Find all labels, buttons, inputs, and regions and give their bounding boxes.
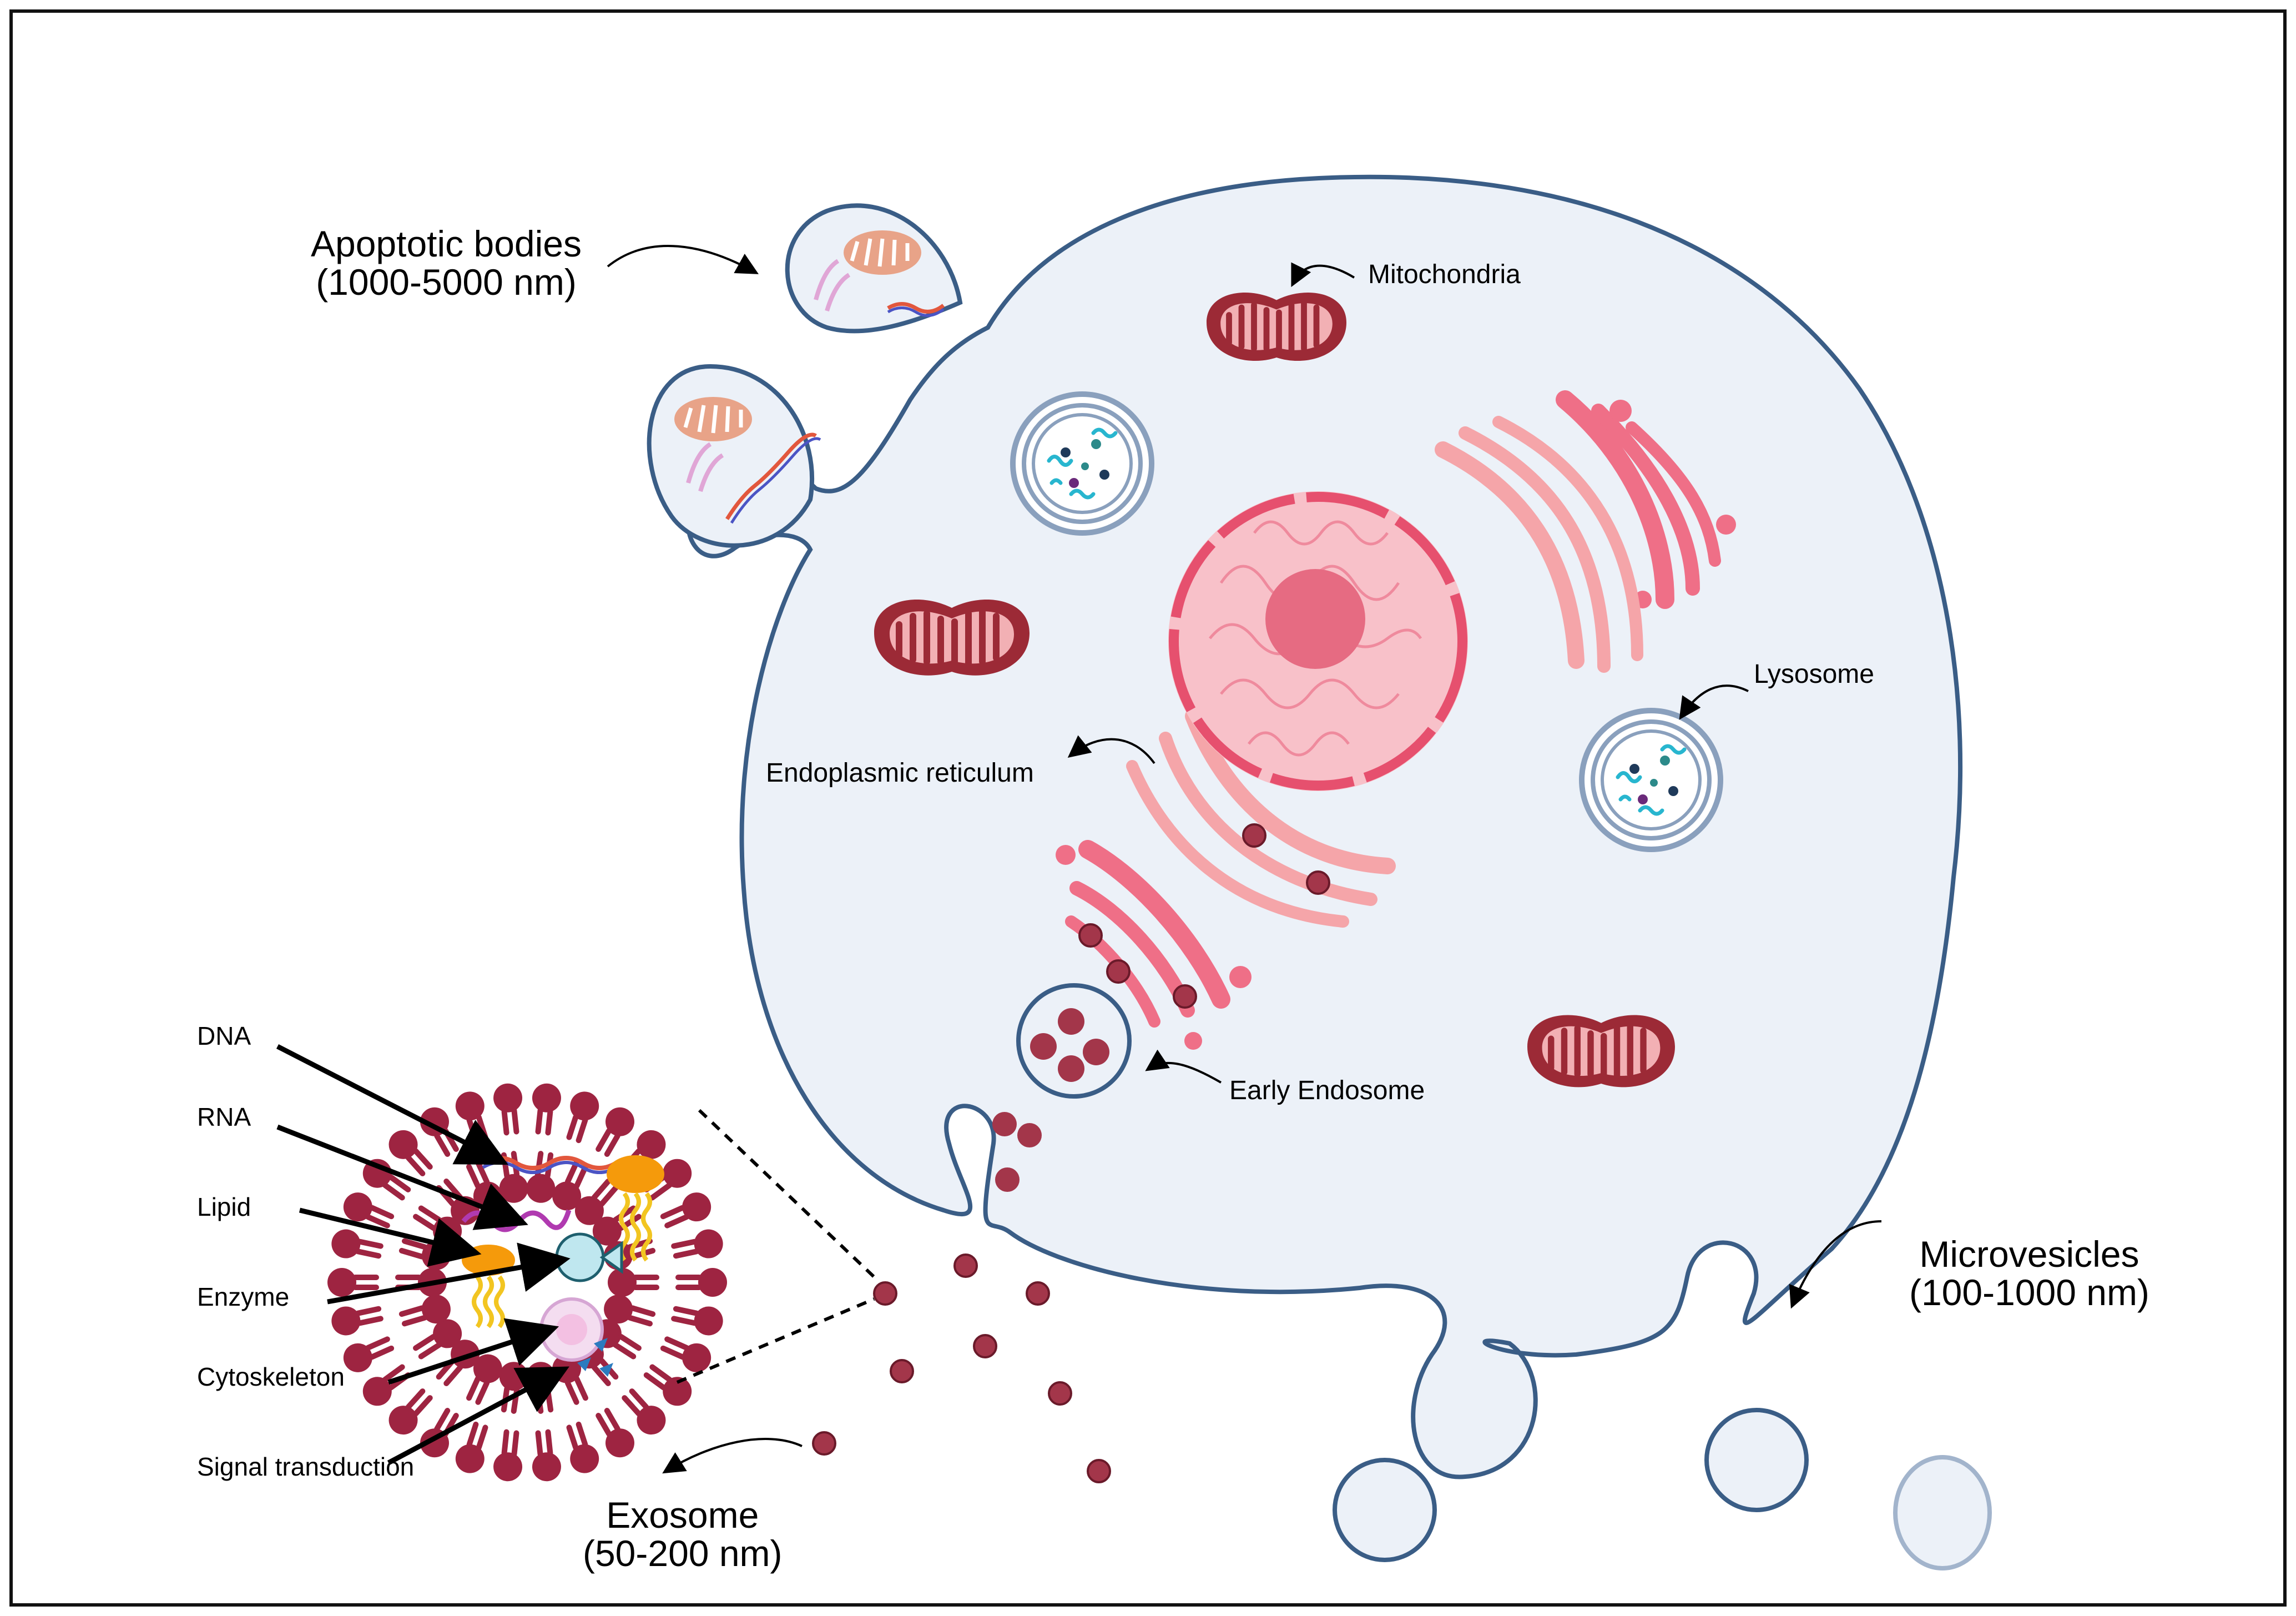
microvesicles-name: Microvesicles xyxy=(1919,1234,2139,1275)
cargo-label-cytoskeleton: Cytoskeleton xyxy=(197,1362,345,1391)
microvesicles-size: (100-1000 nm) xyxy=(1909,1272,2149,1313)
cargo-label-signal-transduction: Signal transduction xyxy=(197,1452,415,1481)
exosome-release-site xyxy=(992,1112,1042,1192)
nucleus xyxy=(1168,491,1468,791)
cargo-label-rna: RNA xyxy=(197,1102,251,1131)
lysosome-upper xyxy=(1013,394,1152,533)
exosome-size: (50-200 nm) xyxy=(583,1533,783,1574)
microvesicles-label: Microvesicles (100-1000 nm) xyxy=(1909,1235,2149,1312)
apoptotic-bodies-size: (1000-5000 nm) xyxy=(316,261,577,303)
early-endosome xyxy=(1016,983,1132,1099)
apoptotic-bodies-name: Apoptotic bodies xyxy=(311,223,582,264)
apoptotic-body-lower xyxy=(647,364,821,548)
cell-membrane xyxy=(685,174,1963,1479)
cargo-label-dna: DNA xyxy=(197,1021,251,1050)
enzyme-shape xyxy=(555,1232,605,1282)
figure-frame xyxy=(9,9,2287,1607)
exosome-name: Exosome xyxy=(606,1494,759,1536)
golgi-apparatus-upper-right xyxy=(1556,390,1736,609)
endoplasmic-reticulum-label: Endoplasmic reticulum xyxy=(766,758,1034,788)
label-arrows xyxy=(607,245,1882,1474)
mitochondria-label: Mitochondria xyxy=(1368,260,1521,289)
nucleolus xyxy=(1265,569,1365,669)
secretory-vesicles xyxy=(1078,823,1330,1009)
released-exosomes xyxy=(812,1253,1111,1483)
cargo-arrows xyxy=(276,1044,571,1465)
lysosome-right xyxy=(1582,711,1720,849)
cargo-label-enzyme: Enzyme xyxy=(197,1282,290,1311)
cargo-label-lipid: Lipid xyxy=(197,1192,251,1221)
zoom-lines xyxy=(676,1109,879,1384)
signal-transduction-shape xyxy=(577,1338,613,1377)
rough-er-upper xyxy=(1435,416,1643,673)
exosome-label: Exosome (50-200 nm) xyxy=(583,1496,783,1573)
released-microvesicles xyxy=(1333,1408,1992,1570)
lysosome-label: Lysosome xyxy=(1754,660,1874,689)
mitochondrion-bottom-right xyxy=(1527,1015,1675,1088)
apoptotic-bodies-label: Apoptotic bodies (1000-5000 nm) xyxy=(311,223,582,303)
mitochondrion-top xyxy=(1207,293,1346,361)
apoptotic-body-upper xyxy=(785,203,963,334)
lipid-shape xyxy=(607,1155,664,1193)
early-endosome-label: Early Endosome xyxy=(1229,1076,1425,1105)
mitochondrion-left xyxy=(874,600,1030,676)
rough-er-lower xyxy=(1126,708,1396,928)
exosome-structure xyxy=(327,1082,727,1483)
